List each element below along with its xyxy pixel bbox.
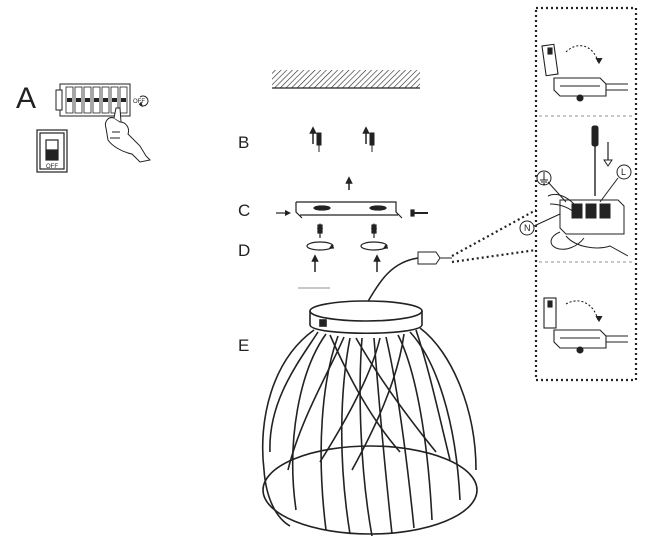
mounting-bracket [276, 176, 428, 219]
power-cable [365, 251, 452, 306]
detail-leader-lines [451, 209, 537, 264]
earth-symbol-icon [536, 170, 552, 186]
step-label-e: E [238, 336, 250, 355]
cage-pendant-shade [261, 300, 478, 537]
step-label-a: A [16, 82, 37, 115]
wall-switch-icon [36, 129, 68, 173]
wire-label-live: L [621, 167, 626, 177]
screw-rotation [306, 223, 388, 272]
step-label-b: B [238, 133, 250, 152]
hand-icon [105, 107, 152, 163]
connector-lever-open [541, 43, 628, 102]
wall-anchors [309, 126, 375, 152]
screwdriver-icon [591, 125, 599, 196]
step-label-c: C [238, 201, 251, 220]
wire-label-neutral: N [524, 223, 531, 233]
step-label-d: D [238, 241, 251, 260]
breaker-off-text: OFF [133, 99, 145, 105]
connector-wiring [519, 125, 632, 257]
ceiling [272, 70, 420, 89]
wall-switch-off-text: OFF [46, 164, 58, 170]
connector-lever-closed [543, 297, 628, 354]
wiring-detail-panel: L N [519, 6, 638, 382]
